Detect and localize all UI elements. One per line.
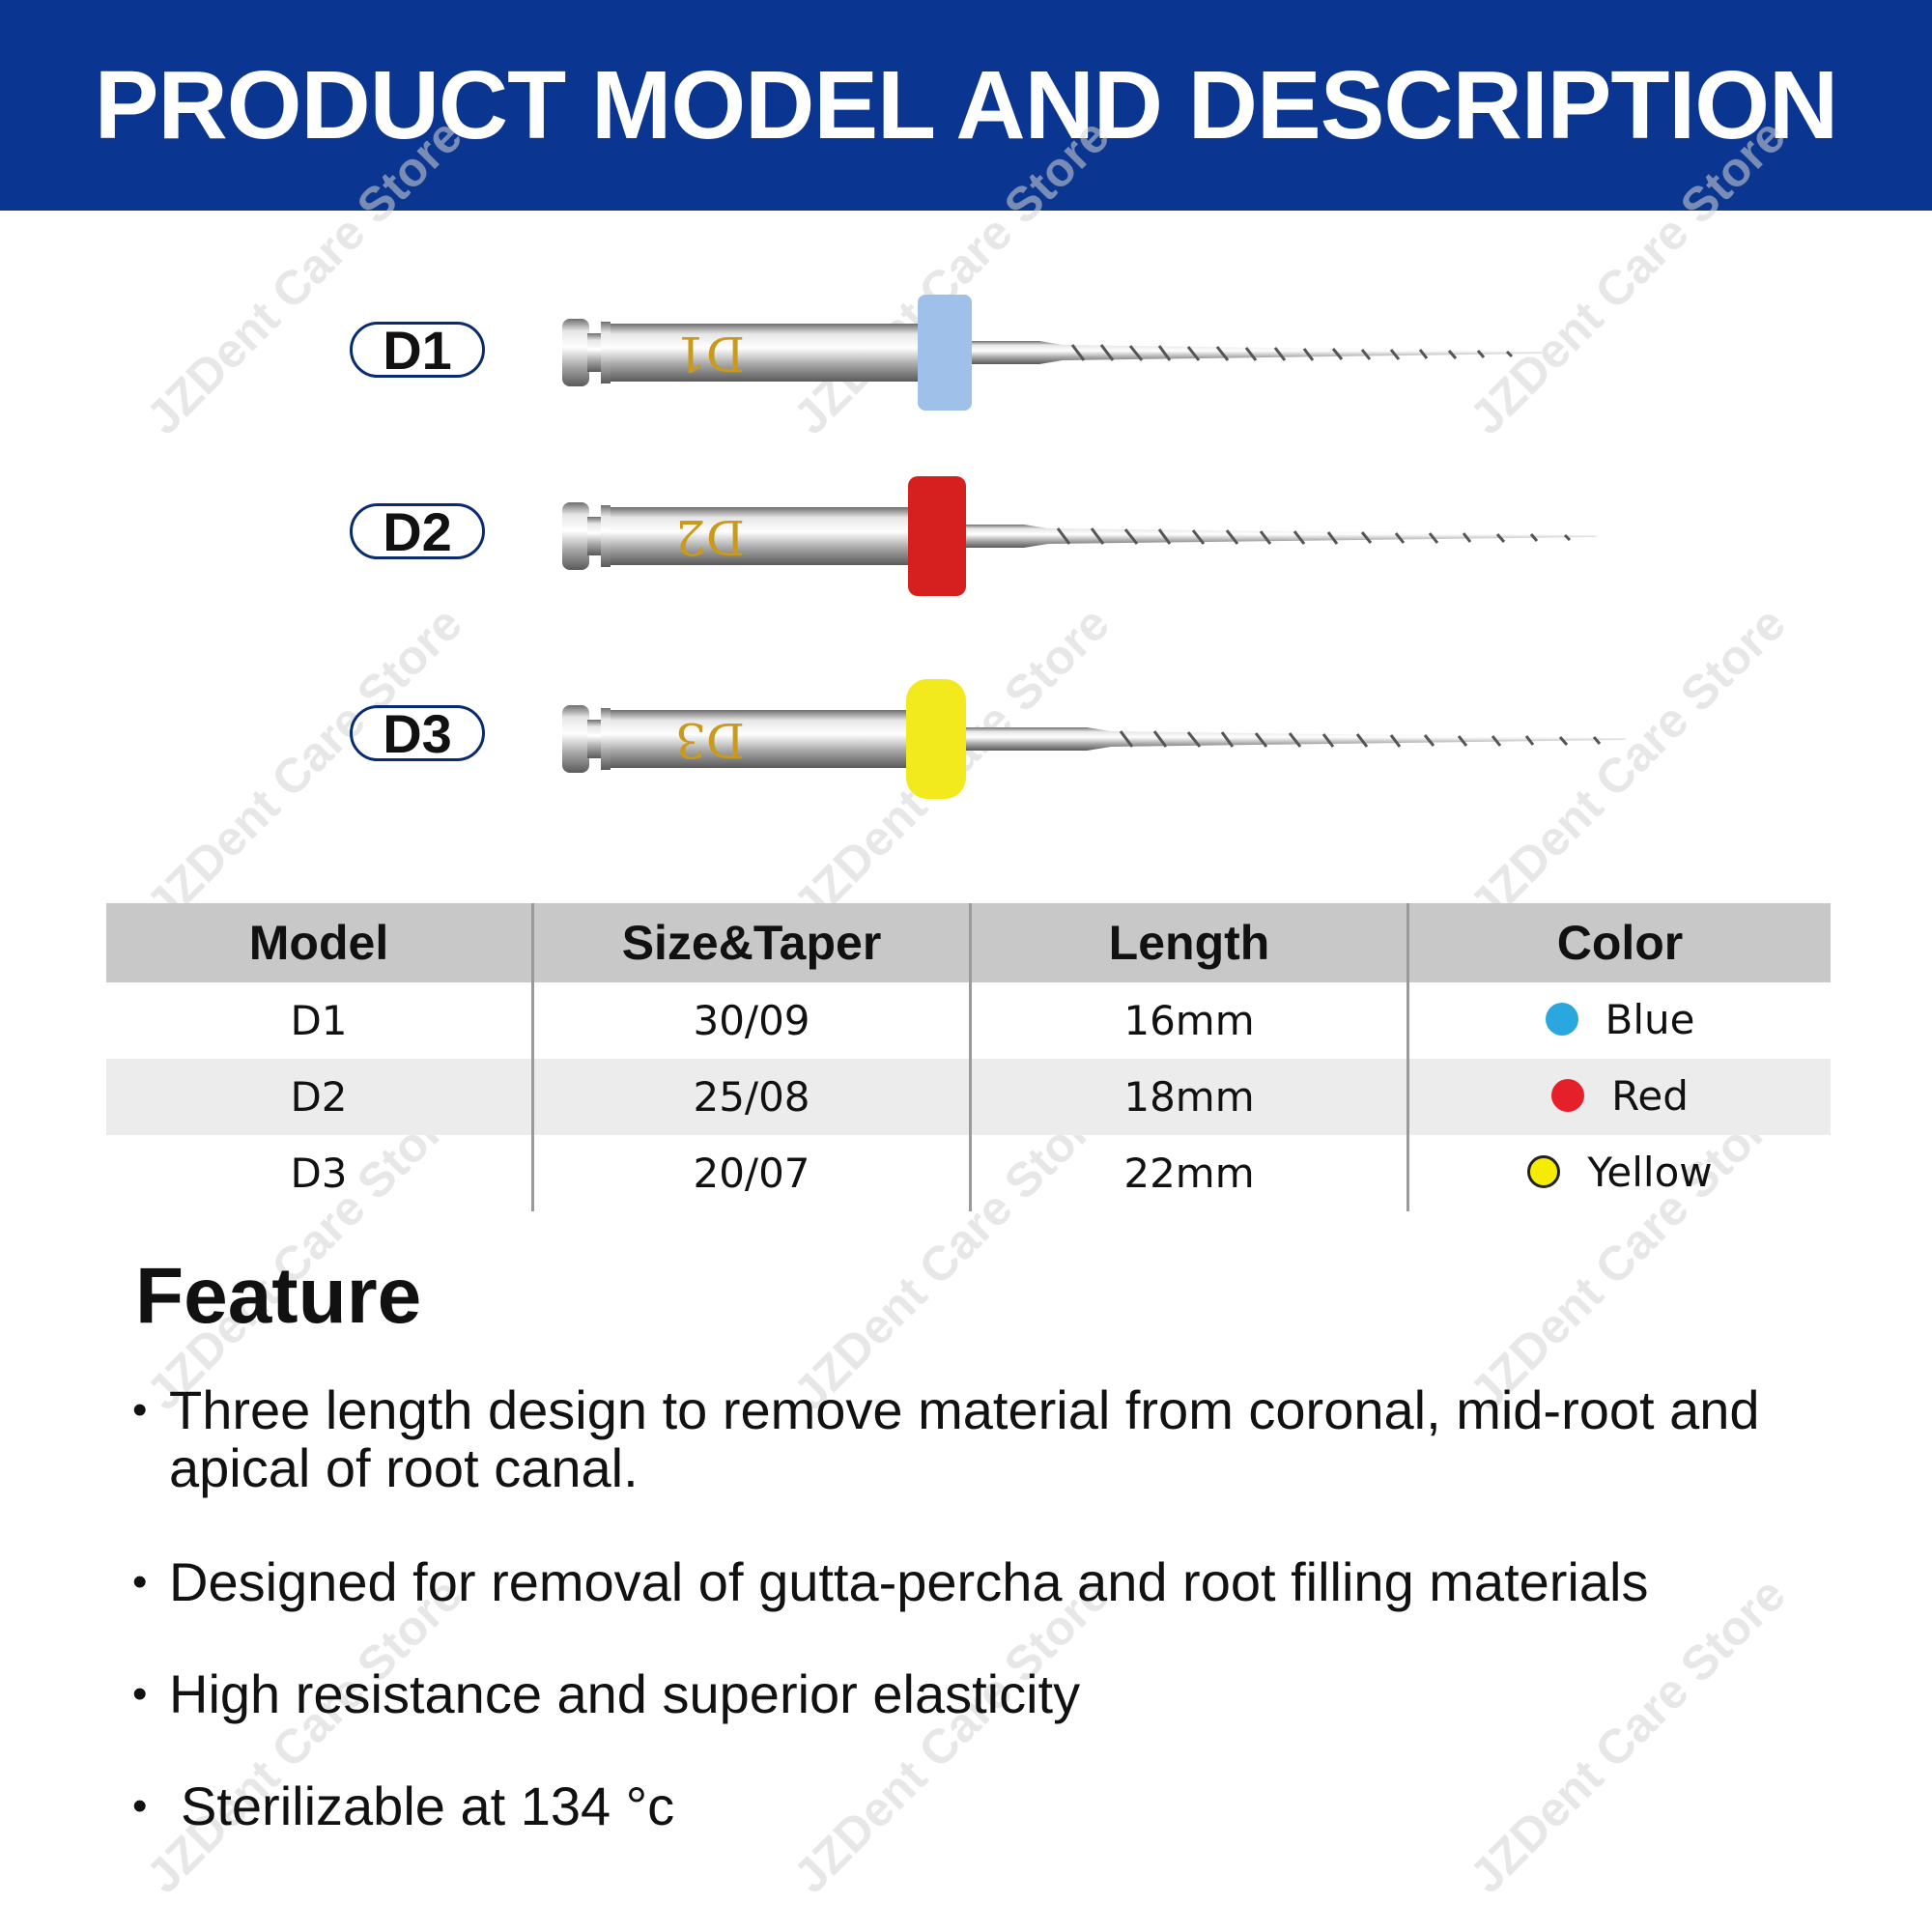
model-label-d2: D2 xyxy=(350,501,485,562)
model-label-d1: D1 xyxy=(350,320,485,381)
cell-model: D1 xyxy=(290,997,348,1044)
cell-color: Yellow xyxy=(1406,1135,1831,1211)
page-title: PRODUCT MODEL AND DESCRIPTION xyxy=(94,50,1838,159)
feature-text: Three length design to remove material f… xyxy=(169,1379,1760,1498)
list-item: • High resistance and superior elasticit… xyxy=(130,1665,1831,1723)
table-row: D2 25/08 18mm Red xyxy=(106,1059,1831,1135)
d1-engraving: D1 xyxy=(675,326,745,382)
file-d3-image: D3 xyxy=(562,679,1628,799)
bullet-icon: • xyxy=(132,1782,148,1830)
bullet-icon: • xyxy=(132,1386,148,1434)
header-color: Color xyxy=(1406,903,1831,982)
color-dot-icon xyxy=(1527,1155,1561,1189)
list-item: • Designed for removal of gutta-percha a… xyxy=(130,1553,1831,1611)
spec-table: Model Size&Taper Length Color D1 30/09 1… xyxy=(106,903,1831,1211)
color-dot-icon xyxy=(1545,1003,1578,1037)
feature-text: Designed for removal of gutta-percha and… xyxy=(169,1551,1649,1612)
cell-length: 22mm xyxy=(969,1135,1408,1211)
file-d1-image: D1 xyxy=(562,295,1546,411)
color-name: Blue xyxy=(1605,995,1695,1043)
list-item: • Sterilizable at 134 °c xyxy=(130,1777,1831,1835)
cell-length: 16mm xyxy=(969,982,1408,1059)
cell-size-taper: 20/07 xyxy=(531,1135,971,1211)
color-name: Red xyxy=(1611,1071,1689,1120)
file-d2-image: D2 xyxy=(562,476,1599,596)
d2-engraving: D2 xyxy=(675,509,745,565)
cell-size-taper: 30/09 xyxy=(531,982,971,1059)
header-length: Length xyxy=(969,903,1408,982)
cell-size-taper: 25/08 xyxy=(531,1059,971,1135)
cell-model: D2 xyxy=(106,1059,533,1135)
cell-length: 18mm xyxy=(969,1059,1408,1135)
feature-text: High resistance and superior elasticity xyxy=(169,1663,1081,1724)
cell-color: Red xyxy=(1406,1059,1831,1135)
table-row: D3 20/07 22mm Yellow xyxy=(106,1135,1831,1211)
cell-color: Blue xyxy=(1406,982,1831,1059)
table-header-row: Model Size&Taper Length Color xyxy=(106,903,1831,982)
header-size-taper: Size&Taper xyxy=(531,903,971,982)
table-row: D1 30/09 16mm Blue xyxy=(106,982,1831,1059)
color-name: Yellow xyxy=(1587,1148,1713,1196)
cell-model: D3 xyxy=(290,1150,348,1197)
header-banner: PRODUCT MODEL AND DESCRIPTION xyxy=(0,0,1932,211)
list-item: • Three length design to remove material… xyxy=(130,1381,1831,1497)
model-label-d3: D3 xyxy=(350,703,485,764)
feature-list: • Three length design to remove material… xyxy=(130,1381,1831,1835)
d3-engraving: D3 xyxy=(675,712,745,768)
bullet-icon: • xyxy=(132,1558,148,1605)
feature-text: Sterilizable at 134 °c xyxy=(181,1776,675,1836)
header-model: Model xyxy=(106,903,533,982)
feature-title: Feature xyxy=(135,1252,422,1340)
color-dot-icon xyxy=(1551,1079,1585,1113)
bullet-icon: • xyxy=(132,1670,148,1718)
